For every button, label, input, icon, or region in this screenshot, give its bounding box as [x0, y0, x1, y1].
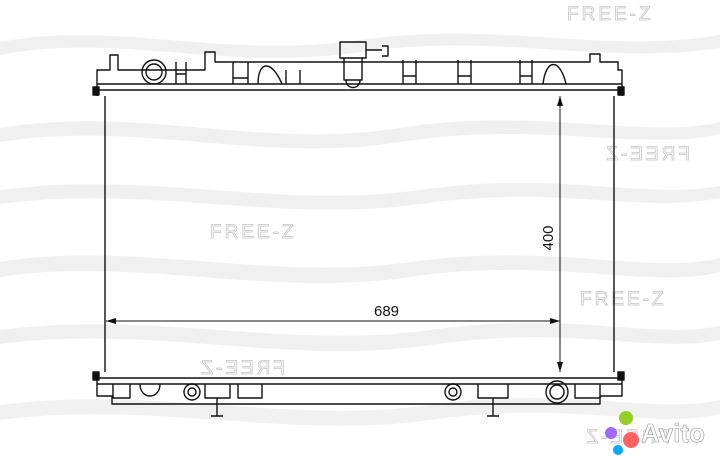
bottom-tank: [92, 371, 625, 417]
watermark-text-mirrored: FREE-Z: [198, 358, 285, 379]
watermark-text: FREE-Z: [580, 289, 667, 310]
avito-dot-red: [623, 432, 639, 448]
arrowhead-bottom: [557, 362, 563, 372]
avito-logo[interactable]: Avito: [605, 411, 705, 455]
avito-dot-purple: [605, 427, 617, 439]
watermarks: FREE-Z FREE-Z FREE-Z FREE-Z FREE-Z FREE-…: [198, 4, 690, 449]
top-tank: [92, 41, 625, 96]
mount-bushing: [444, 383, 462, 401]
outlet-pipe: [545, 380, 569, 404]
avito-dot-green: [619, 411, 633, 425]
watermark-text-mirrored: FREE-Z: [603, 144, 690, 165]
watermark-text: FREE-Z: [567, 4, 654, 25]
drain-plug: [183, 383, 201, 401]
avito-dot-blue: [613, 445, 623, 455]
arrowhead-left: [106, 318, 116, 324]
height-dimension-label: 400: [540, 225, 557, 250]
arrowhead-right: [550, 318, 560, 324]
dimension-lines: [106, 96, 563, 372]
arrowhead-top: [557, 96, 563, 106]
width-dimension-label: 689: [374, 303, 399, 320]
watermark-text: FREE-Z: [210, 222, 297, 243]
background-waves: [0, 33, 720, 426]
avito-logo-text: Avito: [641, 418, 705, 448]
filler-neck-circle: [141, 59, 167, 85]
radiator-core: [104, 96, 615, 372]
